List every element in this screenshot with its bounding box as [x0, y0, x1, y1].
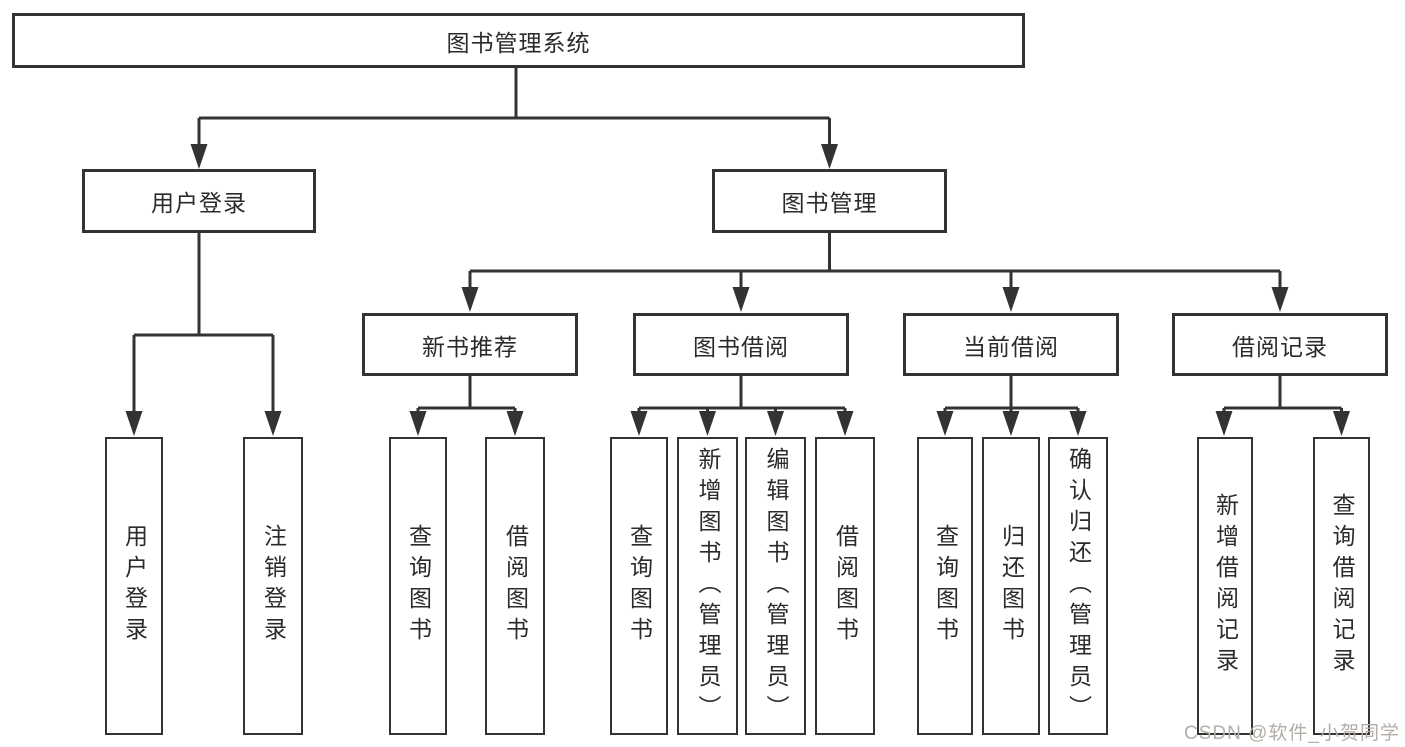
- connector-user-login-split: [125, 233, 282, 436]
- node-leaf-return-book-label: 归还图书: [998, 524, 1025, 648]
- node-book-management: 图书管理: [712, 169, 947, 233]
- connector-current-borrow-split: [936, 376, 1087, 436]
- node-library-management-system-label: 图书管理系统: [446, 29, 591, 56]
- node-leaf-borrow-books-borrow-label: 借阅图书: [832, 524, 859, 648]
- node-leaf-query-books-newbook-label: 查询图书: [405, 524, 432, 648]
- connector-new-book-split: [409, 376, 524, 436]
- node-leaf-query-books-borrow-label: 查询图书: [626, 524, 653, 648]
- node-leaf-borrow-books-newbook-label: 借阅图书: [502, 524, 529, 648]
- node-user-login-label: 用户登录: [151, 190, 247, 216]
- node-leaf-edit-book-admin: 编辑图书（管理员）: [745, 437, 806, 735]
- node-book-management-label: 图书管理: [781, 190, 878, 216]
- node-library-management-system: 图书管理系统: [12, 13, 1025, 68]
- csdn-watermark: CSDN @软件_小贺同学: [1184, 723, 1400, 744]
- node-borrow-records: 借阅记录: [1172, 313, 1388, 376]
- node-leaf-query-books-borrow: 查询图书: [610, 437, 668, 735]
- node-leaf-logout: 注销登录: [243, 437, 303, 735]
- node-leaf-query-books-current: 查询图书: [917, 437, 973, 735]
- connector-root-split: [190, 68, 838, 169]
- node-leaf-query-books-newbook: 查询图书: [389, 437, 447, 735]
- node-leaf-confirm-return-admin: 确认归还（管理员）: [1048, 437, 1108, 735]
- node-current-borrow: 当前借阅: [903, 313, 1119, 376]
- node-leaf-add-book-admin-label: 新增图书（管理员）: [695, 446, 721, 726]
- node-leaf-user-login: 用户登录: [105, 437, 163, 735]
- node-current-borrow-label: 当前借阅: [963, 333, 1059, 360]
- node-book-borrow-label: 图书借阅: [693, 333, 789, 360]
- connector-book-management-split: [461, 233, 1289, 312]
- node-user-login: 用户登录: [82, 169, 316, 233]
- node-leaf-query-borrow-record: 查询借阅记录: [1313, 437, 1370, 735]
- node-new-book-recommend-label: 新书推荐: [422, 333, 518, 360]
- node-leaf-query-borrow-record-label: 查询借阅记录: [1329, 493, 1355, 679]
- node-leaf-borrow-books-borrow: 借阅图书: [815, 437, 875, 735]
- node-leaf-user-login-label: 用户登录: [121, 524, 148, 648]
- node-leaf-borrow-books-newbook: 借阅图书: [485, 437, 545, 735]
- node-leaf-add-book-admin: 新增图书（管理员）: [677, 437, 738, 735]
- node-leaf-query-books-current-label: 查询图书: [932, 524, 959, 648]
- node-book-borrow: 图书借阅: [633, 313, 849, 376]
- connector-book-borrow-split: [630, 376, 854, 436]
- node-new-book-recommend: 新书推荐: [362, 313, 578, 376]
- node-borrow-records-label: 借阅记录: [1232, 333, 1328, 360]
- node-leaf-return-book: 归还图书: [982, 437, 1040, 735]
- connector-borrow-records-split: [1215, 376, 1350, 436]
- node-leaf-add-borrow-record: 新增借阅记录: [1197, 437, 1253, 735]
- node-leaf-edit-book-admin-label: 编辑图书（管理员）: [763, 446, 789, 726]
- node-leaf-add-borrow-record-label: 新增借阅记录: [1212, 493, 1239, 679]
- node-leaf-confirm-return-admin-label: 确认归还（管理员）: [1065, 446, 1092, 726]
- node-leaf-logout-label: 注销登录: [260, 524, 287, 648]
